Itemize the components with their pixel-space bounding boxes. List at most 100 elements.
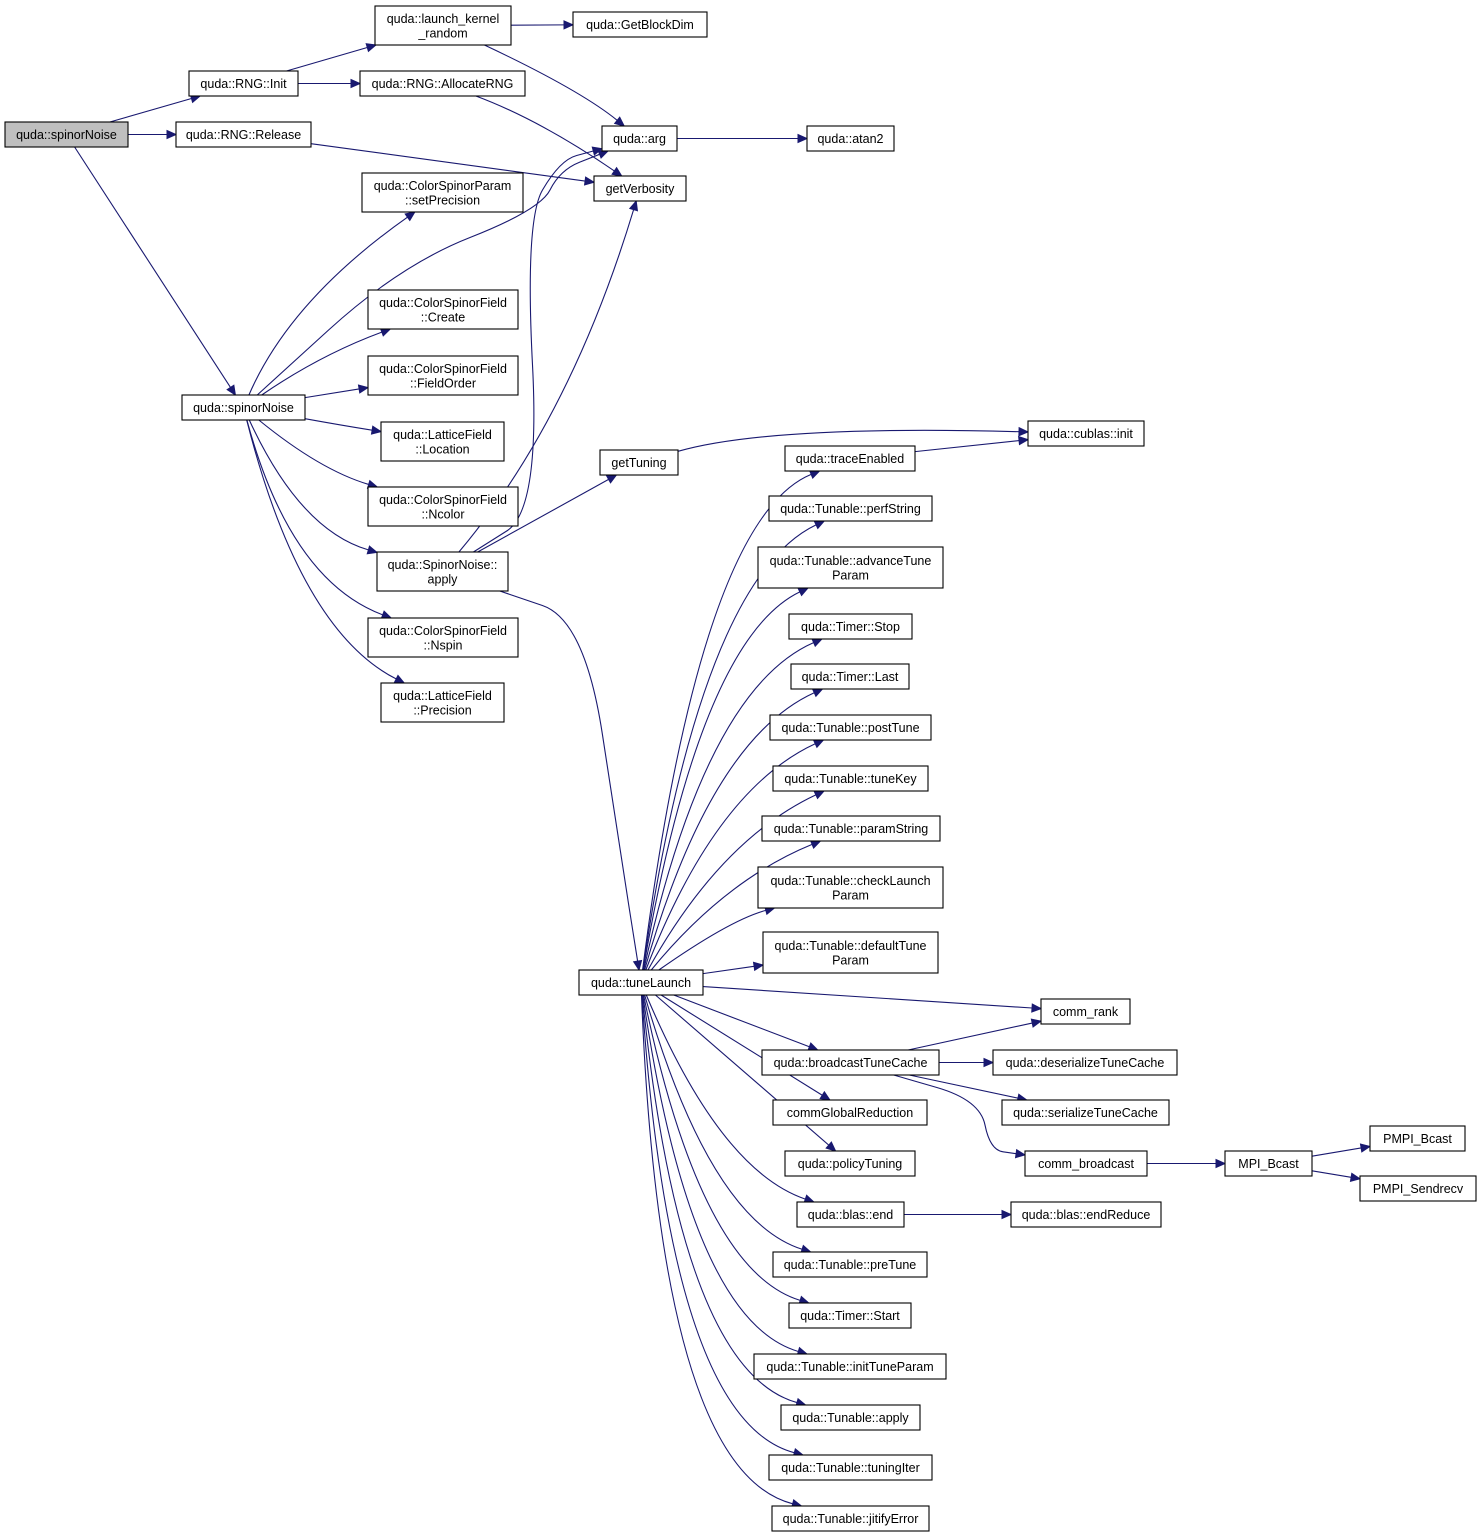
arrowhead-icon (613, 116, 626, 127)
node-pretune[interactable]: quda::Tunable::preTune (772, 1251, 928, 1278)
node-label-line: quda::traceEnabled (796, 452, 904, 466)
edge-line (310, 143, 586, 182)
edge-line (677, 429, 1020, 452)
node-getverb[interactable]: getVerbosity (593, 175, 687, 202)
node-deser[interactable]: quda::deserializeTuneCache (992, 1049, 1178, 1076)
node-label-line: quda::ColorSpinorField (379, 493, 507, 507)
node-box (188, 70, 299, 97)
node-tstart[interactable]: quda::Timer::Start (788, 1302, 912, 1329)
node-precision[interactable]: quda::LatticeField::Precision (380, 682, 505, 723)
nodes-layer: quda::spinorNoisequda::RNG::Initquda::RN… (4, 5, 1477, 1532)
node-label-line: Param (832, 568, 869, 582)
edge-bcastcache-to-ser (909, 1074, 1028, 1103)
edge-line (644, 994, 803, 1250)
node-label-line: quda::RNG::AllocateRNG (372, 77, 514, 91)
edge-rnginit-to-launchk (286, 43, 378, 72)
arrowhead-icon (591, 146, 604, 156)
node-cublasinit[interactable]: quda::cublas::init (1027, 420, 1145, 447)
node-tunekey[interactable]: quda::Tunable::tuneKey (772, 765, 929, 792)
node-blasend[interactable]: quda::blas::end (796, 1201, 905, 1228)
node-sn2[interactable]: quda::spinorNoise (181, 394, 306, 421)
edge-line (642, 591, 801, 971)
node-pmpisendrecv[interactable]: PMPI_Sendrecv (1359, 1175, 1477, 1202)
arrowhead-icon (404, 211, 416, 222)
node-box (790, 663, 910, 690)
edge-line (248, 216, 408, 396)
node-root[interactable]: quda::spinorNoise (4, 121, 129, 148)
edge-line (650, 843, 813, 971)
node-box (761, 1049, 940, 1076)
node-inittune[interactable]: quda::Tunable::initTuneParam (753, 1353, 947, 1380)
node-box (757, 546, 944, 589)
node-tuningiter[interactable]: quda::Tunable::tuningIter (768, 1454, 933, 1481)
node-label-line: quda::Tunable::preTune (784, 1258, 917, 1272)
edge-commbcast-to-mpibcast (1147, 1158, 1227, 1169)
edges-layer (74, 20, 1372, 1509)
node-paramstr[interactable]: quda::Tunable::paramString (761, 815, 941, 842)
node-blasendred[interactable]: quda::blas::endReduce (1010, 1201, 1162, 1228)
node-box (4, 121, 129, 148)
edge-bcastcache-to-deser (939, 1057, 995, 1068)
node-posttune[interactable]: quda::Tunable::postTune (769, 714, 932, 741)
node-label-line: getTuning (611, 456, 666, 470)
node-gettuning[interactable]: getTuning (599, 449, 679, 476)
arrowhead-icon (226, 384, 237, 397)
edge-line (643, 642, 814, 971)
node-nspin[interactable]: quda::ColorSpinorField::Nspin (367, 617, 519, 658)
node-box (380, 421, 505, 462)
node-create[interactable]: quda::ColorSpinorField::Create (367, 289, 519, 330)
node-mpibcast[interactable]: MPI_Bcast (1224, 1150, 1313, 1177)
node-arg[interactable]: quda::arg (601, 125, 678, 152)
node-label-line: quda::blas::endReduce (1022, 1208, 1151, 1222)
node-commrank[interactable]: comm_rank (1040, 998, 1131, 1025)
arrowhead-icon (1018, 435, 1030, 446)
node-fieldorder[interactable]: quda::ColorSpinorField::FieldOrder (367, 355, 519, 396)
node-tstop[interactable]: quda::Timer::Stop (788, 613, 913, 640)
node-ncolor[interactable]: quda::ColorSpinorField::Ncolor (367, 486, 519, 527)
node-box (367, 486, 519, 527)
node-label-line: quda::RNG::Release (186, 128, 301, 142)
node-launchk[interactable]: quda::launch_kernel_random (374, 5, 512, 46)
node-commbcast[interactable]: comm_broadcast (1024, 1150, 1148, 1177)
node-box (578, 969, 704, 996)
node-setprec[interactable]: quda::ColorSpinorParam::setPrecision (361, 172, 524, 213)
node-getblock[interactable]: quda::GetBlockDim (572, 11, 708, 38)
edge-line (647, 794, 817, 971)
edge-tunelaunch-to-commglob (660, 994, 831, 1101)
node-tunelaunch[interactable]: quda::tuneLaunch (578, 969, 704, 996)
node-rnginit[interactable]: quda::RNG::Init (188, 70, 299, 97)
node-jitify[interactable]: quda::Tunable::jitifyError (771, 1505, 930, 1532)
node-label-line: quda::arg (613, 132, 666, 146)
node-ser[interactable]: quda::serializeTuneCache (1001, 1099, 1170, 1126)
node-bcastcache[interactable]: quda::broadcastTuneCache (761, 1049, 940, 1076)
edge-line (246, 419, 383, 616)
node-tlast[interactable]: quda::Timer::Last (790, 663, 910, 690)
node-tapply[interactable]: quda::Tunable::apply (780, 1404, 921, 1431)
node-box (769, 714, 932, 741)
edge-line (641, 994, 798, 1404)
edge-line (645, 994, 806, 1200)
node-snapply[interactable]: quda::SpinorNoise::apply (376, 551, 509, 592)
edge-line (893, 1074, 1017, 1155)
node-atan2[interactable]: quda::atan2 (806, 125, 895, 152)
node-box (788, 1302, 912, 1329)
node-label-line: quda::Timer::Stop (801, 620, 900, 634)
node-box (1369, 1125, 1466, 1152)
node-policy[interactable]: quda::policyTuning (784, 1150, 916, 1177)
node-box (1027, 420, 1145, 447)
node-label-line: ::Nspin (424, 638, 463, 652)
node-traceen[interactable]: quda::traceEnabled (784, 445, 916, 472)
edge-root-to-rngrel (128, 129, 178, 140)
node-rngrel[interactable]: quda::RNG::Release (175, 121, 312, 148)
node-label-line: MPI_Bcast (1238, 1157, 1299, 1171)
edge-line (248, 419, 369, 551)
node-commglob[interactable]: commGlobalReduction (772, 1099, 928, 1126)
node-location[interactable]: quda::LatticeField::Location (380, 421, 505, 462)
node-perfstr[interactable]: quda::Tunable::perfString (768, 495, 933, 522)
node-label-line: quda::Tunable::advanceTune (770, 554, 932, 568)
node-alloc[interactable]: quda::RNG::AllocateRNG (359, 70, 526, 97)
node-pmpibcast[interactable]: PMPI_Bcast (1369, 1125, 1466, 1152)
